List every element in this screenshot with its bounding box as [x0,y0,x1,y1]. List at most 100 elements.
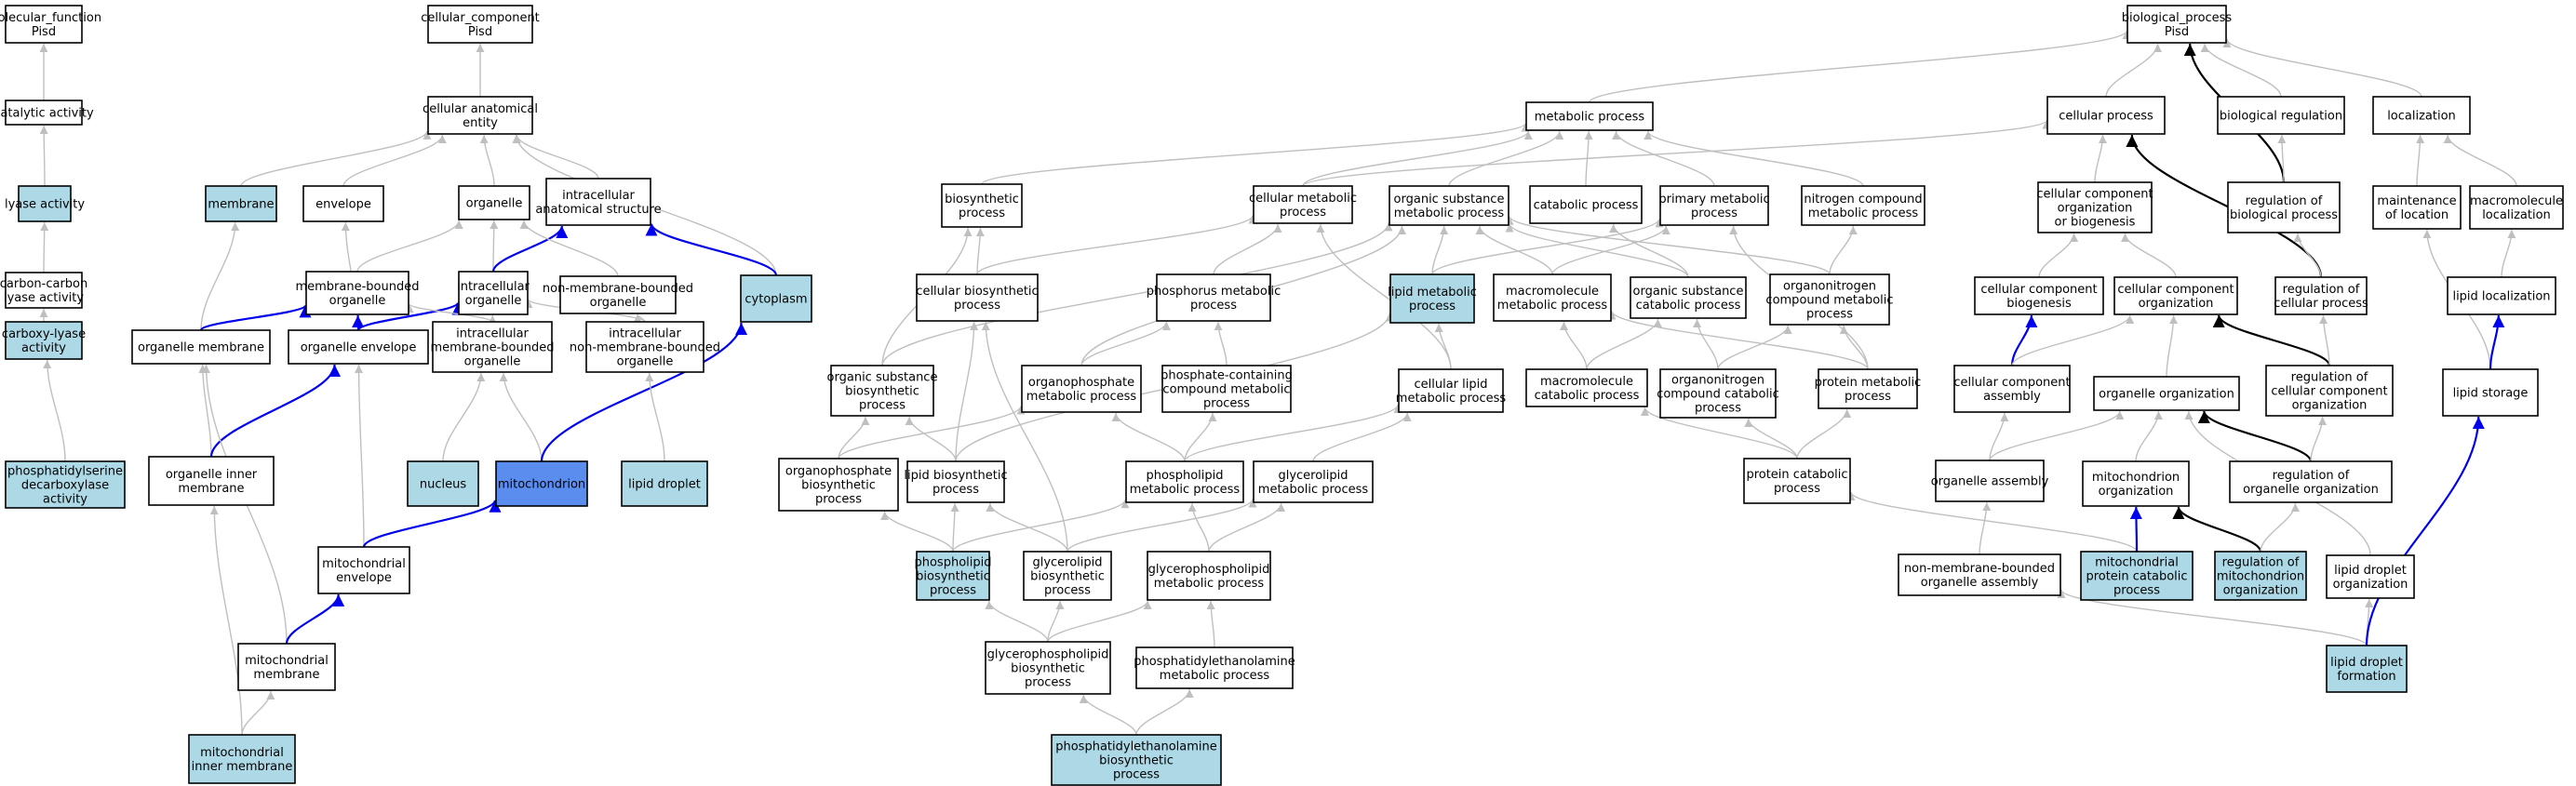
node-box [2227,181,2341,233]
node-label-line: cellular metabolic [1249,192,1357,206]
node-label-line: primary metabolic [1658,193,1769,206]
node-bio-reg[interactable]: biological regulation [2217,96,2345,135]
edge-bio_reg-to-bp_pisd [2200,43,2282,98]
node-membrane[interactable]: membrane [205,185,277,222]
node-org-org[interactable]: organelle organization [2093,376,2240,411]
node-label-line: intracellular [456,327,529,341]
node-catalytic[interactable]: catalytic activity [0,100,94,126]
node-nucleus[interactable]: nucleus [407,460,479,507]
node-label-line: biosynthetic [1030,570,1105,584]
node-catabolic[interactable]: catabolic process [1529,185,1643,224]
node-cytoplasm[interactable]: cytoplasm [740,274,812,323]
node-envelope[interactable]: envelope [302,185,384,222]
node-lipid-storage[interactable]: lipid storage [2442,368,2539,417]
node-organelle[interactable]: organelle [458,185,530,220]
node-org-assembly[interactable]: organelle assembly [1931,460,2049,502]
node-box [2447,276,2556,315]
node-lipid-droplet[interactable]: lipid droplet [621,460,708,507]
node-box [2113,276,2238,315]
edge-pl_biosyn-to-pl_met [952,499,1130,553]
node-box [2265,365,2394,417]
node-label-line: cellular biosynthetic [916,285,1038,299]
node-org-membrane[interactable]: organelle membrane [131,329,271,365]
node-cellular-process[interactable]: cellular process [2046,96,2166,135]
node-org-envelope[interactable]: organelle envelope [288,329,429,365]
node-label-line: cellular lipid [1414,378,1487,392]
node-label-line: organelle [466,197,523,211]
node-metabolic[interactable]: metabolic process [1525,101,1654,131]
node-localization[interactable]: localization [2372,96,2471,135]
node-lipid-loc[interactable]: lipid localization [2447,276,2556,315]
node-lyase[interactable]: lyase activity [5,185,85,222]
node-label-line: organelle organization [2099,388,2234,402]
edge-phosphorus-to-cell_metabolic [1213,223,1282,275]
node-mitochondrion[interactable]: mitochondrion [495,460,588,507]
node-label-line: assembly [1983,390,2041,404]
